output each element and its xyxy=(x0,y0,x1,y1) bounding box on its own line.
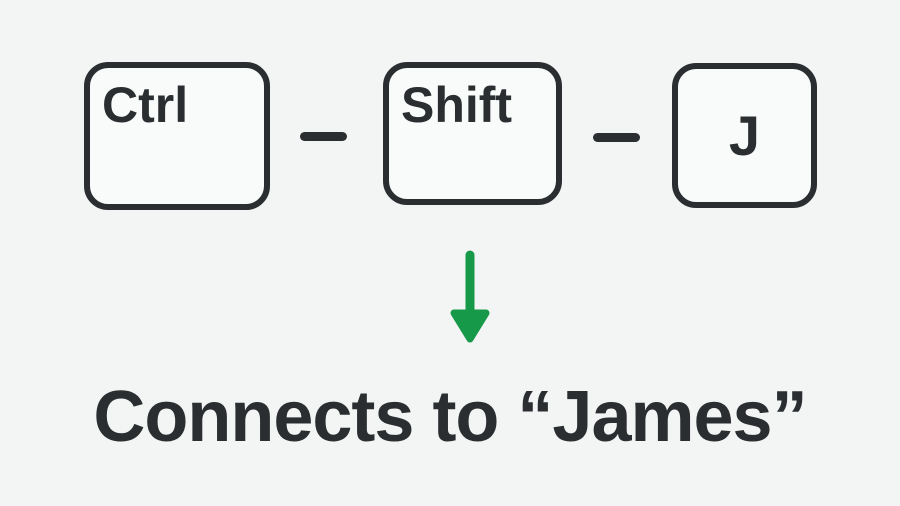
key-ctrl-label: Ctrl xyxy=(102,77,189,133)
arrow-down-icon xyxy=(450,250,490,343)
key-j-label: J xyxy=(728,103,761,167)
caption-text: Connects to “James” xyxy=(93,377,807,457)
key-j: J xyxy=(672,63,817,208)
key-shift-label: Shift xyxy=(401,77,513,133)
key-shift: Shift xyxy=(383,62,562,205)
separator-dash xyxy=(300,132,347,141)
key-ctrl: Ctrl xyxy=(84,62,270,210)
separator-dash xyxy=(593,133,640,142)
